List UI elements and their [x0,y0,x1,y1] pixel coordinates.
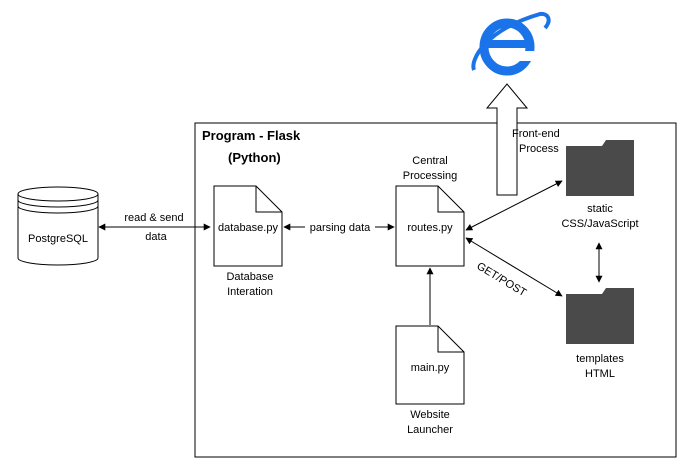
launcher-caption-line1: Website [410,409,450,421]
database-caption-line1: Database [226,271,273,283]
static-arrow [465,180,563,231]
routes-py-label: routes.py [407,222,453,234]
templates-caption-line1: templates [576,353,624,365]
folder-icon [566,288,634,344]
getpost-label: GET/POST [474,260,528,299]
container-subtitle: (Python) [228,150,281,165]
static-caption-line2: CSS/JavaScript [561,218,638,230]
read-send-label-line1: read & send [124,212,183,224]
database-py-file: database.py [213,185,283,267]
templates-caption-line2: HTML [585,368,615,380]
database-caption-line2: Interation [227,286,273,298]
internet-explorer-icon [471,11,551,76]
frontend-label-line1: Front-end [512,128,560,140]
main-py-file: main.py [395,325,465,405]
database-py-label: database.py [218,222,278,234]
postgresql-database: PostgreSQL [17,186,99,266]
frontend-label-line2: Process [519,143,559,155]
main-py-label: main.py [411,362,450,374]
getpost-arrow [465,237,563,297]
folder-icon [566,140,634,196]
static-caption-line1: static [587,203,613,215]
frontend-up-arrow [485,83,529,196]
container-title: Program - Flask [202,128,301,143]
flask-program-container [194,122,677,458]
routes-py-file: routes.py [395,185,465,267]
read-send-label-line2: data [145,231,167,243]
parsing-data-label: parsing data [310,222,371,234]
launcher-caption-line2: Launcher [407,424,453,436]
central-caption-line2: Processing [403,170,457,182]
postgresql-label: PostgreSQL [28,233,88,245]
central-caption-line1: Central [412,155,447,167]
